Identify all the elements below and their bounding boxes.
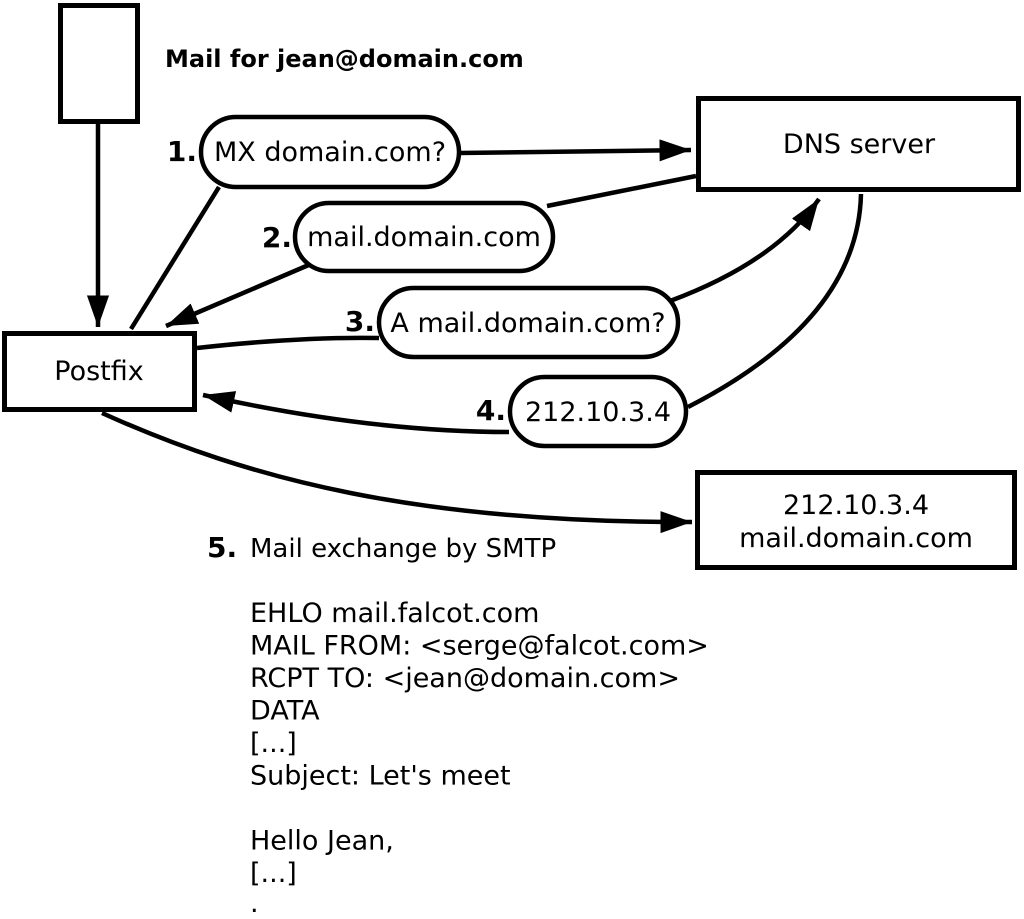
smtp-line: Subject: Let's meet [250,761,511,792]
arrow-reply4-to-postfix [202,391,510,435]
step5-number: 5. [207,531,237,564]
arrow-query1-to-dns [458,139,692,162]
smtp-line: EHLO mail.falcot.com [250,598,539,629]
edge-postfix-to-query3 [196,335,380,351]
smtp-line: Hello Jean, [250,826,394,857]
arrow-reply2-to-postfix [165,261,312,329]
step5-label: Mail exchange by SMTP [250,534,556,564]
step2-number: 2. [262,221,292,254]
query1-pill [198,114,462,190]
smtp-session-transcript: EHLO mail.falcot.com MAIL FROM: <serge@f… [250,598,709,919]
edge-dns-to-reply4 [686,193,864,410]
smtp-line: RCPT TO: <jean@domain.com> [250,663,680,694]
postfix-label: Postfix [54,356,143,387]
reply4-label: 212.10.3.4 [525,397,671,428]
edge-postfix-to-query1 [129,185,221,331]
mail-server-ip-label: 212.10.3.4 [783,490,929,521]
smtp-line: [...] [250,728,297,759]
step4-number: 4. [476,394,506,427]
smtp-line: MAIL FROM: <serge@falcot.com> [250,631,709,662]
mail-for-caption: Mail for jean@domain.com [165,45,524,73]
mail-server-box [695,470,1017,570]
arrow-query3-to-dns [669,197,821,304]
query3-label: A mail.domain.com? [390,308,665,339]
dns-server-box [696,96,1021,192]
query1-label: MX domain.com? [214,137,446,168]
reply4-pill [507,374,689,449]
smtp-line: [...] [250,858,297,889]
arrow-postfix-to-mailserver [101,410,693,534]
smtp-line: DATA [250,696,320,727]
reply2-pill [292,200,556,274]
reply2-label: mail.domain.com [307,222,541,253]
postfix-box [2,331,197,412]
dns-server-label: DNS server [783,129,936,160]
smtp-line: . [250,888,259,919]
query3-pill [376,285,681,360]
mail-message-box [58,3,140,124]
mail-server-hostname-label: mail.domain.com [739,523,973,554]
step1-number: 1. [167,135,197,168]
step3-number: 3. [345,305,375,338]
edge-dns-to-reply2 [546,173,697,209]
